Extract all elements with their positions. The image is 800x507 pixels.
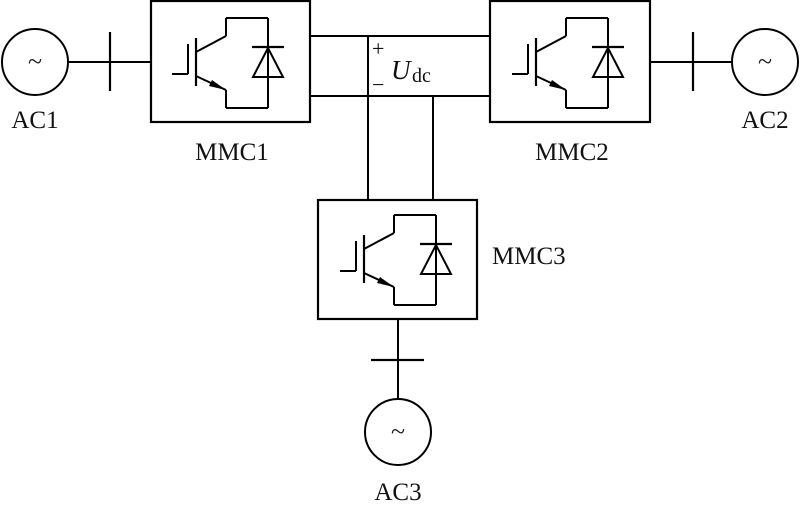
ac2-source: ~ AC2 bbox=[731, 28, 799, 134]
ac3-source: ~ AC3 bbox=[364, 398, 432, 506]
udc-symbol: U bbox=[391, 55, 412, 85]
dc-minus-sign: − bbox=[372, 72, 384, 97]
mmc1-label: MMC1 bbox=[195, 139, 269, 166]
mmc2-converter: MMC2 bbox=[488, 0, 652, 166]
mmc3-label: MMC3 bbox=[492, 243, 566, 270]
dc-bus: + − U dc bbox=[310, 35, 490, 200]
igbt-with-diode-icon bbox=[170, 16, 286, 110]
mmc2-box bbox=[488, 0, 652, 124]
ac-source-circle-icon bbox=[731, 28, 799, 96]
dc-plus-sign: + bbox=[372, 36, 384, 61]
ac-source-circle-icon bbox=[364, 398, 432, 466]
sine-wave-icon: ~ bbox=[758, 47, 772, 76]
mmc3-converter: MMC3 bbox=[316, 198, 566, 321]
ac3-label: AC3 bbox=[374, 479, 421, 506]
ac2-label: AC2 bbox=[741, 107, 788, 134]
ac1-source: ~ AC1 bbox=[1, 28, 69, 134]
igbt-with-diode-icon bbox=[510, 16, 626, 110]
igbt-with-diode-icon bbox=[338, 213, 454, 307]
ac1-label: AC1 bbox=[11, 107, 58, 134]
sine-wave-icon: ~ bbox=[28, 47, 42, 76]
udc-subscript: dc bbox=[412, 65, 431, 87]
mmc3-box bbox=[316, 198, 479, 321]
mmc1-converter: MMC1 bbox=[149, 0, 312, 166]
mmc2-label: MMC2 bbox=[535, 139, 609, 166]
sine-wave-icon: ~ bbox=[391, 417, 405, 446]
mmc1-box bbox=[149, 0, 312, 124]
